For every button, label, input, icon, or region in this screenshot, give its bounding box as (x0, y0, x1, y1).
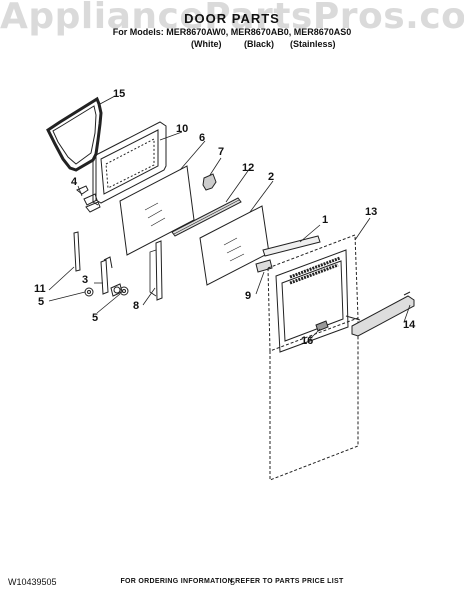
callout-4: 4 (71, 176, 78, 188)
callout-9: 9 (245, 290, 252, 302)
document-number: W10439505 (8, 577, 57, 587)
vent-trim-part (262, 235, 321, 257)
callout-3: 3 (82, 274, 89, 286)
ordering-note: FOR ORDERING INFORMATION REFER TO PARTS … (120, 578, 344, 585)
inner-glass-part (119, 165, 195, 256)
bracket-part (202, 173, 217, 191)
callout-6: 6 (199, 132, 206, 144)
callout-11: 11 (34, 283, 46, 295)
callout-8: 8 (133, 300, 140, 312)
hinge-receiver-part (76, 185, 101, 213)
callout-12: 12 (242, 162, 255, 174)
callout-2: 2 (268, 171, 275, 183)
callout-1: 1 (322, 214, 329, 226)
page-title: DOOR PARTS (184, 11, 280, 26)
leader-lines (48, 95, 411, 342)
hinge-part (100, 256, 123, 297)
clip-part (315, 320, 329, 332)
inner-glass-shine (144, 202, 166, 227)
variant-black: (Black) (244, 39, 275, 49)
hinge-screw-right-part (119, 286, 129, 296)
callout-14: 14 (403, 319, 416, 331)
handle-part (351, 295, 415, 337)
models-line: For Models: MER8670AW0, MER8670AB0, MER8… (112, 27, 352, 37)
side-bracket-part (155, 240, 163, 301)
outer-door-frame-part (267, 234, 359, 481)
callout-10: 10 (176, 123, 189, 135)
callout-7: 7 (218, 146, 225, 158)
hinge-screw-left-part (84, 287, 94, 297)
watermark: AppliancePartsPros.com (0, 0, 464, 37)
callout-5: 5 (38, 296, 45, 308)
callout-5b: 5 (92, 312, 99, 324)
page-number: 5 (230, 577, 236, 587)
top-trim-part (255, 259, 273, 273)
variant-white: (White) (191, 39, 222, 49)
callout-15: 15 (113, 88, 126, 100)
callout-13: 13 (365, 206, 378, 218)
callout-16: 16 (301, 335, 314, 347)
inner-door-panel-part (92, 121, 167, 206)
hinge-rod-part (73, 231, 81, 272)
variant-stainless: (Stainless) (290, 39, 336, 49)
